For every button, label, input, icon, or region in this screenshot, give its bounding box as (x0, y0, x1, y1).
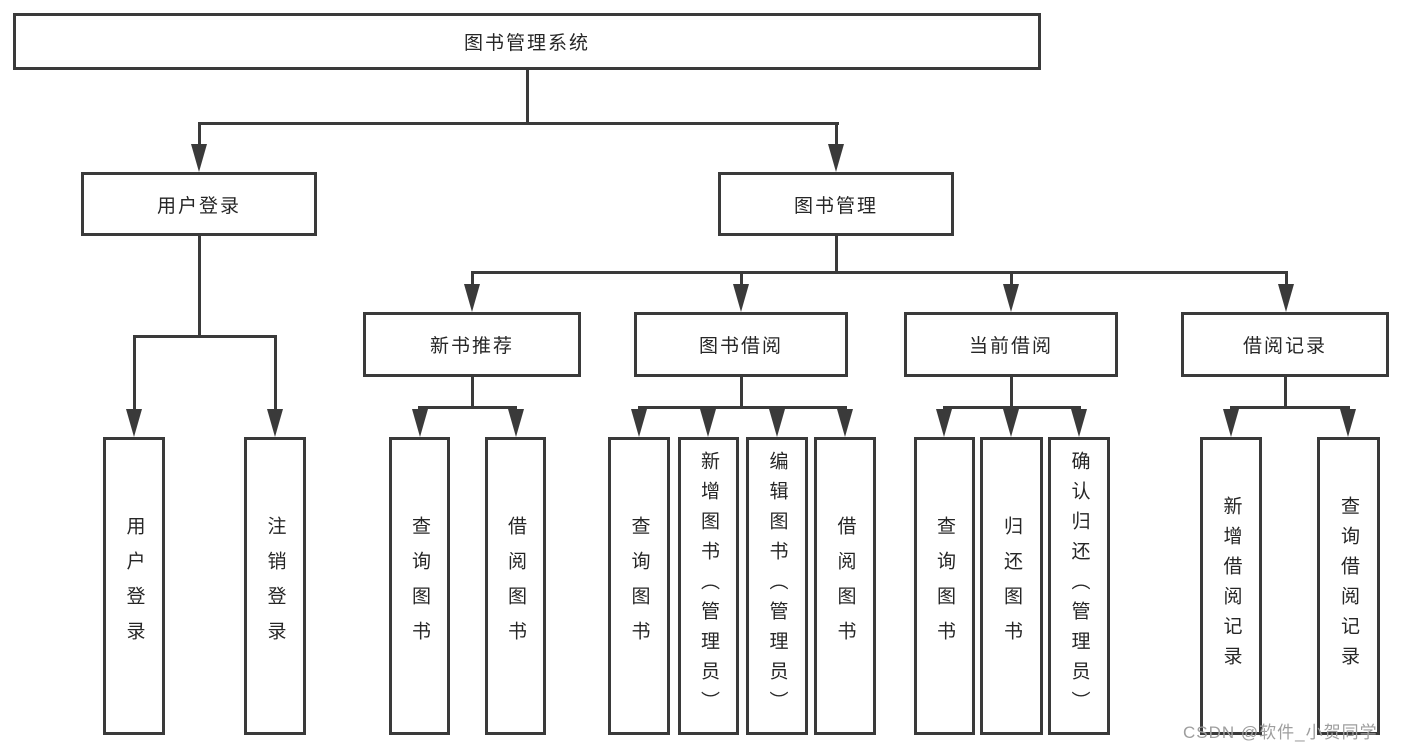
leaf-query-borrow-record: 查询借阅记录 (1317, 437, 1380, 735)
arrow-down-icon (936, 409, 952, 437)
node-book-borrowing: 图书借阅 (634, 312, 848, 377)
node-label: 查询借阅记录 (1338, 496, 1359, 676)
node-book-management: 图书管理 (718, 172, 954, 236)
connector-line (133, 335, 277, 338)
connector-line (1284, 377, 1287, 406)
node-label: 借阅图书 (505, 516, 526, 656)
connector-line (471, 377, 474, 406)
arrow-down-icon (412, 409, 428, 437)
connector-line (740, 271, 743, 284)
leaf-confirm-return-admin: 确认归还（管理员） (1048, 437, 1110, 735)
connector-line (471, 271, 1288, 274)
node-new-book-recommendation: 新书推荐 (363, 312, 581, 377)
leaf-borrow-books-borrowing: 借阅图书 (814, 437, 876, 735)
csdn-watermark: CSDN @软件_小贺同学 (1183, 723, 1378, 742)
connector-line (274, 335, 277, 409)
connector-line (198, 236, 201, 335)
node-label: 查询图书 (409, 516, 430, 656)
node-label: 借阅图书 (834, 516, 856, 656)
node-label: 注销登录 (264, 516, 286, 656)
arrow-down-icon (1003, 284, 1019, 312)
arrow-down-icon (837, 409, 853, 437)
leaf-edit-books-admin: 编辑图书（管理员） (746, 437, 808, 735)
connector-line (1230, 406, 1350, 409)
node-borrowing-records: 借阅记录 (1181, 312, 1389, 377)
leaf-borrow-books-recommend: 借阅图书 (485, 437, 546, 735)
leaf-user-login: 用户登录 (103, 437, 165, 735)
connector-line (835, 236, 838, 271)
node-label: 归还图书 (1001, 516, 1022, 656)
connector-line (1010, 271, 1013, 284)
arrow-down-icon (267, 409, 283, 437)
node-label: 查询图书 (934, 516, 955, 656)
arrow-down-icon (769, 409, 785, 437)
arrow-down-icon (508, 409, 524, 437)
connector-line (198, 122, 201, 144)
leaf-add-books-admin: 新增图书（管理员） (678, 437, 739, 735)
connector-line (638, 406, 847, 409)
node-label: 新书推荐 (429, 336, 514, 357)
arrow-down-icon (464, 284, 480, 312)
leaf-return-books: 归还图书 (980, 437, 1043, 735)
arrow-down-icon (631, 409, 647, 437)
node-label: 查询图书 (628, 516, 650, 656)
node-label: 编辑图书（管理员） (766, 451, 788, 721)
node-label: 借阅记录 (1242, 336, 1327, 357)
connector-line (1285, 271, 1288, 284)
connector-line (418, 406, 517, 409)
connector-line (133, 335, 136, 409)
arrow-down-icon (1223, 409, 1239, 437)
connector-line (943, 406, 1081, 409)
arrow-down-icon (1278, 284, 1294, 312)
leaf-add-borrow-record: 新增借阅记录 (1200, 437, 1262, 735)
leaf-query-books-recommend: 查询图书 (389, 437, 450, 735)
arrow-down-icon (126, 409, 142, 437)
leaf-query-books-borrowing: 查询图书 (608, 437, 670, 735)
connector-line (471, 271, 474, 284)
leaf-logout: 注销登录 (244, 437, 306, 735)
arrow-down-icon (733, 284, 749, 312)
arrow-down-icon (828, 144, 844, 172)
node-label: 新增图书（管理员） (698, 451, 719, 721)
node-label: 用户登录 (156, 195, 241, 217)
node-label: 确认归还（管理员） (1068, 451, 1090, 721)
connector-line (835, 122, 838, 144)
connector-line (526, 70, 529, 122)
leaf-query-books-current: 查询图书 (914, 437, 975, 735)
arrow-down-icon (1340, 409, 1356, 437)
connector-line (740, 377, 743, 406)
arrow-down-icon (191, 144, 207, 172)
node-label: 图书管理系统 (463, 33, 590, 54)
connector-line (198, 122, 839, 125)
arrow-down-icon (1003, 409, 1019, 437)
connector-line (1010, 377, 1013, 406)
arrow-down-icon (700, 409, 716, 437)
node-user-login: 用户登录 (81, 172, 317, 236)
node-library-management-system: 图书管理系统 (13, 13, 1041, 70)
node-label: 用户登录 (123, 516, 145, 656)
node-label: 当前借阅 (968, 336, 1053, 357)
node-label: 图书管理 (793, 195, 878, 217)
node-label: 新增借阅记录 (1220, 496, 1242, 676)
arrow-down-icon (1071, 409, 1087, 437)
node-label: 图书借阅 (698, 336, 783, 357)
node-current-borrowing: 当前借阅 (904, 312, 1118, 377)
